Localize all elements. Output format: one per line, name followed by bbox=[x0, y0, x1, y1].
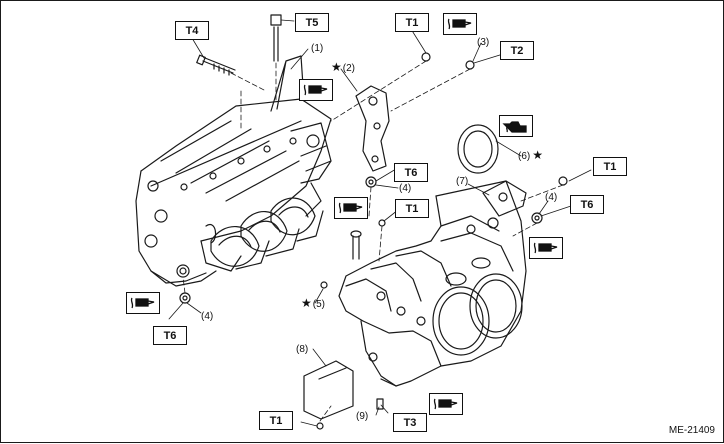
liquid-gasket-applicator-icon bbox=[429, 393, 463, 415]
liquid-gasket-applicator-icon bbox=[529, 237, 563, 259]
torque-label-t1-top: T1 bbox=[395, 13, 429, 32]
callout-5-label: (5) bbox=[312, 299, 325, 310]
callout-5: ★(5) bbox=[301, 297, 325, 311]
star-marker: ★ bbox=[301, 296, 312, 310]
oil-can-icon bbox=[499, 115, 533, 137]
callout-6-label: (6) bbox=[518, 151, 531, 162]
callout-4-center: (4) bbox=[399, 183, 412, 194]
callout-9: (9) bbox=[356, 411, 369, 422]
torque-label-t4: T4 bbox=[175, 21, 209, 40]
bolt-t5 bbox=[270, 14, 282, 62]
leader-lines bbox=[168, 19, 592, 427]
torque-label-t1-bottom: T1 bbox=[259, 411, 293, 430]
star-marker: ★ bbox=[532, 148, 543, 162]
star-marker: ★ bbox=[331, 60, 342, 74]
left-cylinder-block bbox=[135, 55, 332, 287]
torque-label-t6-right: T6 bbox=[570, 195, 604, 214]
torque-label-t1-right: T1 bbox=[593, 157, 627, 176]
torque-label-t2: T2 bbox=[500, 41, 534, 60]
liquid-gasket-applicator-icon bbox=[443, 13, 477, 35]
callout-2: ★(2) bbox=[331, 61, 355, 75]
callout-1: (1) bbox=[311, 43, 324, 54]
front-cover-part-2 bbox=[355, 85, 390, 172]
torque-label-t3: T3 bbox=[393, 413, 427, 432]
callout-2-label: (2) bbox=[342, 63, 355, 74]
torque-label-t6-center: T6 bbox=[394, 163, 428, 182]
torque-label-t1-mid: T1 bbox=[395, 199, 429, 218]
dashed-assembly-lines bbox=[182, 60, 564, 422]
liquid-gasket-applicator-icon bbox=[126, 292, 160, 314]
bolt-t4 bbox=[196, 54, 236, 76]
callout-8: (8) bbox=[296, 344, 309, 355]
callout-4-left: (4) bbox=[201, 311, 214, 322]
callout-3: (3) bbox=[477, 37, 490, 48]
figure-reference-id: ME-21409 bbox=[668, 425, 715, 436]
oil-seal-part-6 bbox=[457, 124, 499, 174]
callout-7: (7) bbox=[456, 176, 469, 187]
bolts-misc bbox=[179, 52, 568, 430]
callout-4-right: (4) bbox=[545, 192, 558, 203]
liquid-gasket-applicator-icon bbox=[334, 197, 368, 219]
liquid-gasket-applicator-icon bbox=[299, 79, 333, 101]
callout-6: (6)★ bbox=[518, 149, 544, 163]
service-cover-part-7 bbox=[482, 180, 527, 217]
torque-label-t6-left: T6 bbox=[153, 326, 187, 345]
torque-label-t5: T5 bbox=[295, 13, 329, 32]
right-cylinder-block bbox=[303, 180, 527, 420]
